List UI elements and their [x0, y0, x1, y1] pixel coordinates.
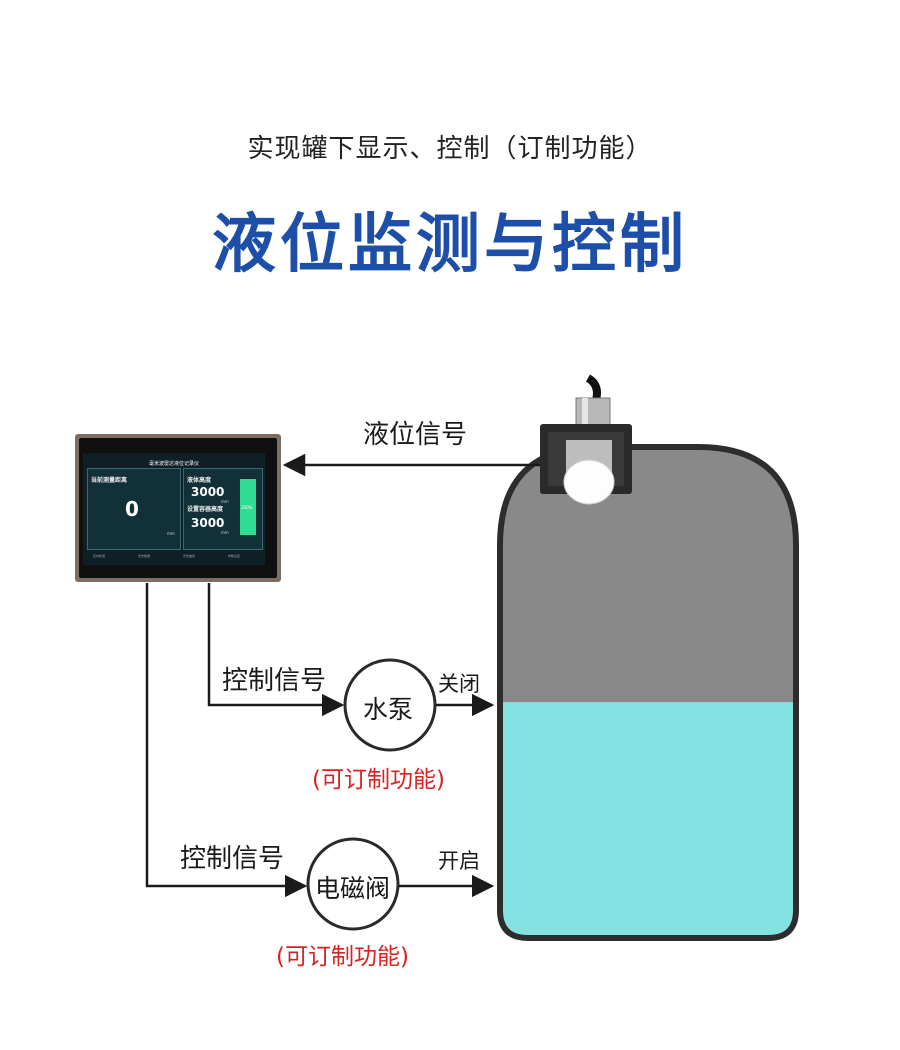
valve-label: 电磁阀 [315, 874, 391, 903]
control-signal-label-1: 控制信号 [222, 666, 327, 696]
radar-sensor [540, 374, 632, 505]
tank [497, 444, 799, 941]
nav-item[interactable]: 参数设置 [228, 554, 241, 558]
container-label: 设置容器高度 [187, 506, 224, 513]
subtitle: 实现罐下显示、控制（订制功能） [247, 134, 653, 164]
container-unit: mm [221, 530, 229, 535]
liquid-label: 液体高度 [187, 477, 212, 484]
display-screen: 毫米波雷达液位记录仪 当前测量距离 0 mm 液体高度 3000 mm 设置容器… [83, 453, 265, 565]
control-line-pump [207, 583, 345, 717]
pump-action-label: 关闭 [438, 672, 480, 696]
valve-custom-note: (可订制功能) [276, 944, 409, 970]
pump-custom-note: (可订制功能) [312, 767, 445, 793]
control-line-valve [145, 583, 308, 898]
display-navbar: 实时检测 历史数据 历史曲线 参数设置 [83, 552, 265, 562]
valve-circle [306, 837, 400, 931]
pump-circle [343, 658, 437, 752]
liquid-unit: mm [221, 499, 229, 504]
container-value: 3000 [191, 516, 225, 530]
valve-action-label: 开启 [438, 849, 480, 873]
level-gauge-bar [240, 479, 256, 535]
nav-item[interactable]: 实时检测 [93, 554, 106, 558]
measure-unit: mm [167, 531, 175, 536]
tank-wall [497, 444, 799, 941]
nav-item[interactable]: 历史数据 [138, 554, 151, 558]
nav-item[interactable]: 历史曲线 [183, 554, 196, 558]
liquid-value: 3000 [191, 485, 225, 499]
measure-value: 0 [125, 497, 139, 521]
tank-liquid [500, 702, 796, 938]
display-header: 毫米波雷达液位记录仪 [148, 461, 199, 467]
level-signal-label: 液位信号 [363, 420, 468, 450]
measure-panel [87, 468, 181, 550]
pump-label: 水泵 [363, 695, 414, 724]
control-signal-label-2: 控制信号 [180, 844, 285, 874]
level-gauge-text: 100% [241, 505, 253, 510]
main-title: 液位监测与控制 [212, 208, 688, 282]
measure-label: 当前测量距离 [91, 477, 128, 484]
